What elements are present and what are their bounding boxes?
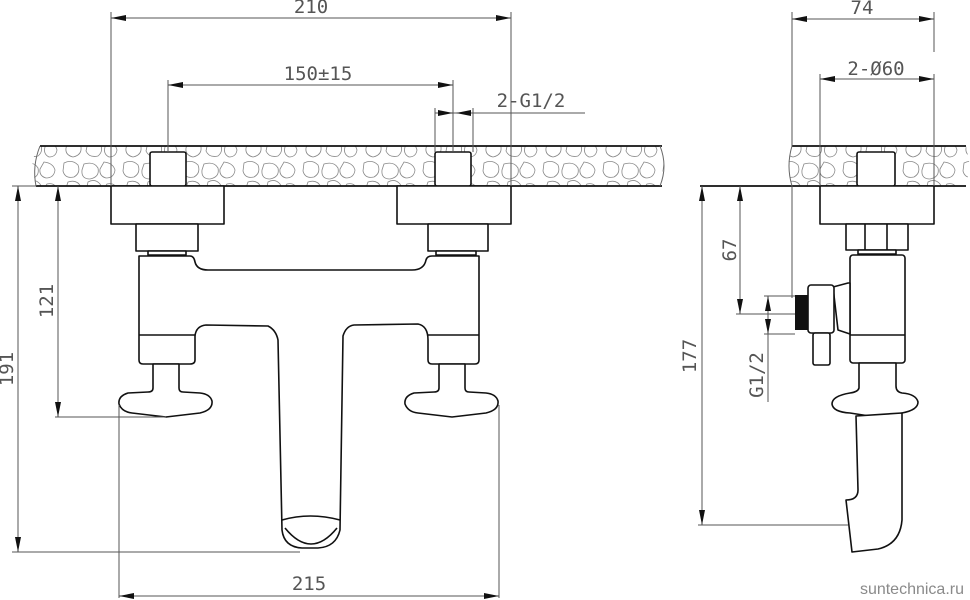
inlet-left	[149, 151, 187, 187]
dim-label-67: 67	[719, 239, 741, 262]
dimension-60: 2-Ø60	[819, 58, 935, 186]
dimension-150: 150±15	[167, 63, 454, 152]
front-view: 210 150±15 2-G1/2 191	[0, 0, 665, 599]
dim-label-191: 191	[0, 352, 18, 386]
dim-label-215: 215	[292, 573, 326, 595]
dimension-121: 121	[36, 186, 166, 418]
dimension-67: 67	[719, 186, 795, 315]
watermark: suntechnica.ru	[860, 581, 964, 598]
spout-side	[845, 412, 903, 553]
dimension-74: 74	[791, 0, 935, 146]
dimension-g12-side: G1/2	[746, 295, 795, 402]
escutcheon-side	[819, 185, 935, 225]
dimension-177: 177	[679, 186, 848, 526]
escutcheon-right	[396, 185, 512, 225]
dim-label-2g12: 2-G1/2	[497, 90, 566, 112]
inlet-side	[856, 151, 896, 187]
mixer-body-side	[849, 254, 906, 364]
handle-right	[404, 363, 499, 418]
wall-slab-side	[700, 145, 970, 187]
dimension-g12-front: 2-G1/2	[434, 90, 585, 152]
mixer-body	[138, 255, 480, 549]
escutcheon-left	[110, 185, 225, 225]
wall-slab-front	[32, 145, 665, 187]
dim-label-g12-side: G1/2	[746, 352, 768, 398]
inlet-right	[434, 151, 472, 187]
dimension-191: 191	[0, 185, 300, 553]
dim-label-177: 177	[679, 339, 701, 373]
dim-label-121: 121	[36, 284, 58, 318]
handle-left	[118, 363, 213, 418]
dim-label-2d60: 2-Ø60	[847, 58, 904, 80]
dim-label-210: 210	[294, 0, 328, 18]
dimension-215: 215	[118, 405, 500, 599]
outlet-thread	[795, 295, 808, 330]
dim-label-150: 150±15	[284, 63, 353, 85]
dimension-210: 210	[110, 0, 512, 186]
side-view: 74 2-Ø60 177 67	[679, 0, 970, 553]
dim-label-74: 74	[851, 0, 874, 19]
